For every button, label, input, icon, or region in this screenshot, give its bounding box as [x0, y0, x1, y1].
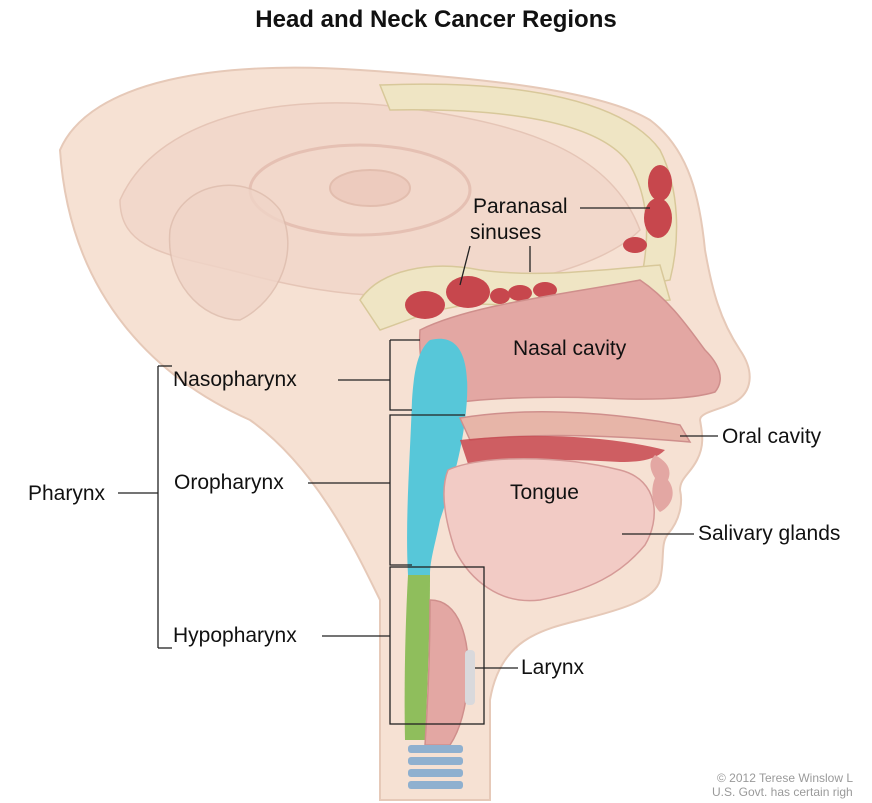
credit-line1: © 2012 Terese Winslow L [717, 772, 853, 785]
ethmoid-sinus-4 [623, 237, 647, 253]
label-paranasal-line1: Paranasal [473, 196, 568, 217]
label-nasopharynx: Nasopharynx [173, 369, 297, 390]
label-paranasal-line2: sinuses [470, 222, 541, 243]
frontal-sinus [648, 165, 672, 201]
label-salivary-glands: Salivary glands [698, 523, 840, 544]
sphenoid-sinus-2 [405, 291, 445, 319]
brain-structure-inner [330, 170, 410, 206]
credit-line2: U.S. Govt. has certain righ [712, 786, 853, 799]
label-tongue: Tongue [510, 482, 579, 503]
label-pharynx: Pharynx [28, 483, 105, 504]
ethmoid-sinus-1 [508, 285, 532, 301]
sphenoid-sinus [446, 276, 490, 308]
label-nasal-cavity: Nasal cavity [513, 338, 626, 359]
label-hypopharynx: Hypopharynx [173, 625, 297, 646]
label-oral-cavity: Oral cavity [722, 426, 821, 447]
larynx-cartilage [465, 650, 475, 705]
label-larynx: Larynx [521, 657, 584, 678]
label-oropharynx: Oropharynx [174, 472, 284, 493]
frontal-sinus-lower [644, 198, 672, 238]
ethmoid-sinus-3 [490, 288, 510, 304]
